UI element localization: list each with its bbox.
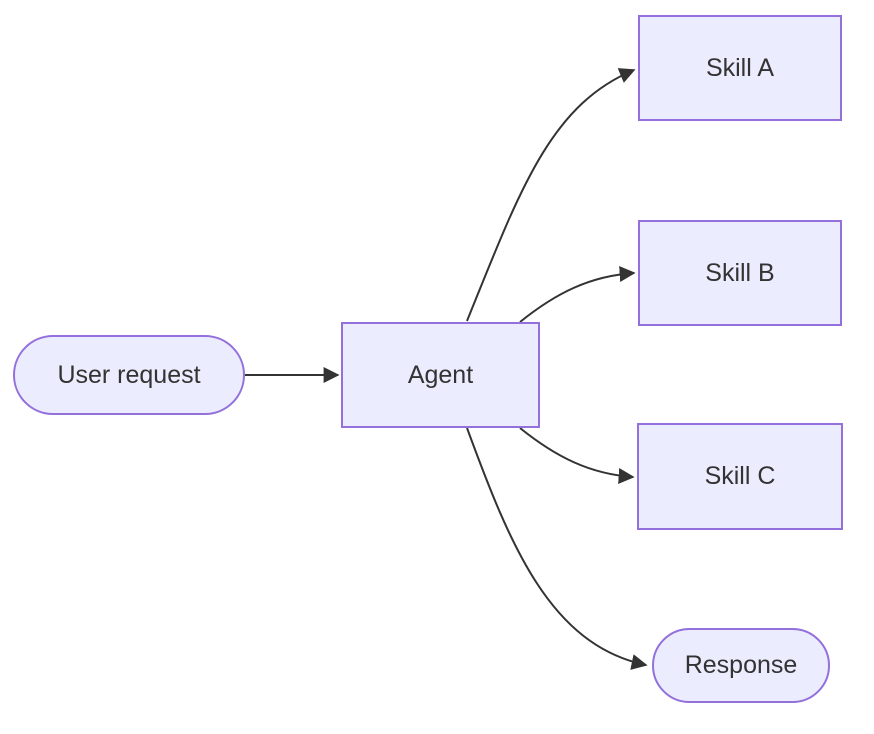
node-skill-c-label: Skill C: [704, 462, 776, 490]
node-skill-c: Skill C: [637, 423, 843, 530]
edge-agent-to-skill-c: [519, 427, 635, 484]
node-skill-b-label: Skill B: [705, 258, 775, 287]
edge-agent-to-response: [466, 427, 648, 670]
node-skill-a: Skill A: [638, 15, 842, 121]
node-skill-a-label: Skill A: [705, 53, 775, 82]
node-response-label: Response: [684, 651, 798, 679]
edge-agent-to-skill-a: [466, 68, 636, 322]
edge-agent-to-skill-b: [519, 266, 636, 323]
node-agent: Agent: [341, 322, 540, 428]
node-agent-label: Agent: [407, 360, 474, 389]
node-user-request: User request: [13, 335, 245, 415]
node-skill-b: Skill B: [638, 220, 842, 326]
node-user-request-label: User request: [57, 360, 201, 389]
node-response: Response: [652, 628, 830, 703]
